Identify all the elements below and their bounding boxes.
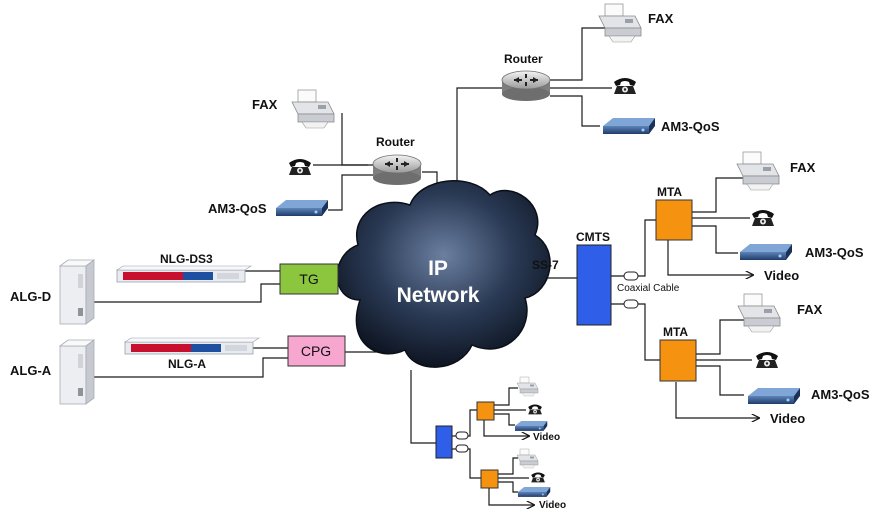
telephone-icon bbox=[289, 159, 311, 175]
fax-label: FAX bbox=[252, 97, 278, 112]
nlg-ds3-label: NLG-DS3 bbox=[160, 252, 213, 266]
router-icon bbox=[501, 70, 551, 102]
cpg-box bbox=[287, 335, 346, 367]
telephone-icon bbox=[614, 78, 636, 94]
ss7-label: SS-7 bbox=[532, 258, 559, 272]
router-label: Router bbox=[504, 52, 543, 66]
am3-qos-device-icon bbox=[740, 244, 792, 260]
am3-qos-device-icon bbox=[276, 200, 328, 216]
cmts-box bbox=[576, 244, 612, 326]
video-label: Video bbox=[764, 268, 799, 283]
fax-icon bbox=[516, 448, 539, 469]
nlg-chassis-icon bbox=[116, 265, 252, 283]
mta-box bbox=[659, 339, 697, 382]
cmts-label: CMTS bbox=[576, 230, 610, 244]
mta-label: MTA bbox=[663, 325, 688, 339]
mta-label: MTA bbox=[657, 185, 682, 199]
coaxial-connectors bbox=[455, 271, 639, 453]
fax-icon bbox=[598, 3, 642, 43]
am3-qos-device-icon bbox=[515, 421, 548, 431]
mta-box bbox=[480, 469, 499, 489]
alg-d-label: ALG-D bbox=[10, 289, 51, 304]
am3-qos-device-icon bbox=[748, 388, 800, 404]
telephone-icon bbox=[756, 352, 778, 368]
fax-icon bbox=[737, 293, 781, 333]
router-icon bbox=[372, 154, 422, 186]
am3-qos-device-icon bbox=[603, 118, 655, 134]
fax-icon bbox=[736, 151, 780, 191]
am3qos-label: AM3-QoS bbox=[811, 387, 870, 402]
connection-lines bbox=[93, 27, 759, 505]
fax-label: FAX bbox=[648, 11, 674, 26]
telephone-icon bbox=[528, 404, 542, 415]
tg-box bbox=[279, 263, 339, 295]
tg-label: TG bbox=[299, 271, 318, 287]
cmts-box bbox=[435, 425, 453, 459]
ip-network-cloud: IP Network bbox=[336, 180, 551, 368]
nlg-a-label: NLG-A bbox=[168, 357, 206, 371]
fax-label: FAX bbox=[790, 160, 816, 175]
nlg-chassis-icon bbox=[124, 337, 260, 355]
mta-box bbox=[476, 401, 495, 421]
mta-box bbox=[655, 199, 693, 241]
rack-server-icon bbox=[59, 259, 95, 325]
ip-label: IP bbox=[428, 257, 448, 280]
fax-icon bbox=[291, 89, 335, 129]
telephone-icon bbox=[752, 210, 774, 226]
cpg-label: CPG bbox=[301, 343, 331, 359]
rack-server-icon bbox=[59, 339, 95, 405]
fax-label: FAX bbox=[797, 302, 823, 317]
fax-icon bbox=[516, 376, 539, 397]
am3qos-label: AM3-QoS bbox=[805, 245, 864, 260]
alg-a-label: ALG-A bbox=[10, 363, 52, 378]
video-label: Video bbox=[533, 432, 560, 443]
network-label: Network bbox=[397, 284, 480, 307]
am3-qos-device-icon bbox=[518, 487, 551, 497]
telephone-icon bbox=[531, 472, 545, 483]
video-label: Video bbox=[770, 411, 805, 426]
router-label: Router bbox=[376, 135, 415, 149]
am3qos-label: AM3-QoS bbox=[661, 119, 720, 134]
coaxial-cable-label: Coaxial Cable bbox=[617, 283, 680, 294]
am3qos-label: AM3-QoS bbox=[208, 201, 267, 216]
video-label: Video bbox=[539, 500, 566, 511]
